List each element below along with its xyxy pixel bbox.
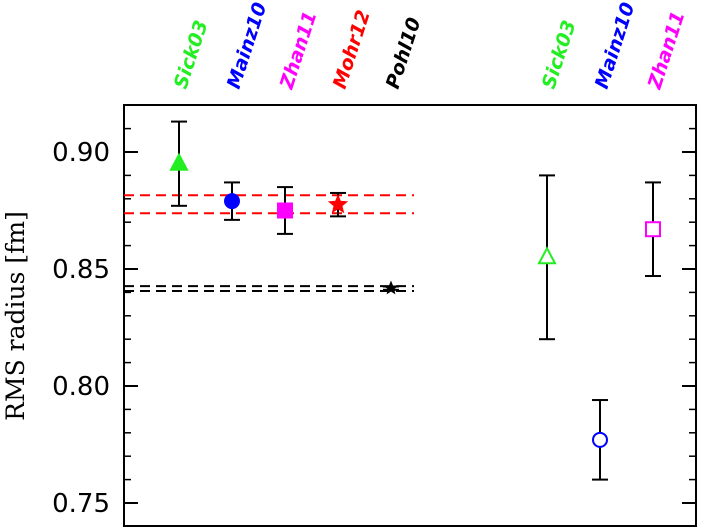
y-tick-label: 0.80 bbox=[52, 372, 110, 402]
y-tick-label: 0.90 bbox=[52, 138, 110, 168]
marker-triangle bbox=[169, 152, 189, 171]
y-tick-label: 0.75 bbox=[52, 489, 110, 519]
series-label: Mainz10 bbox=[591, 0, 640, 92]
y-tick-label: 0.85 bbox=[52, 255, 110, 285]
plot-frame bbox=[123, 104, 697, 527]
series-label: Zhan11 bbox=[644, 9, 690, 93]
y-ticks-group: 0.75 0.80 0.85 0.90 bbox=[52, 127, 696, 519]
marker-star bbox=[383, 280, 399, 295]
y-axis-title: RMS radius [fm] bbox=[1, 211, 30, 421]
marker-square bbox=[645, 221, 661, 238]
marker-square bbox=[277, 202, 293, 219]
series-label: Pohl10 bbox=[382, 15, 426, 92]
marker-circle bbox=[592, 431, 608, 448]
series-label: Sick03 bbox=[170, 18, 213, 92]
marker-circle bbox=[224, 193, 240, 210]
bands-group bbox=[124, 194, 414, 292]
marker-star bbox=[327, 194, 349, 214]
series-label: Sick03 bbox=[538, 18, 581, 92]
series-label: Mohr12 bbox=[329, 7, 375, 91]
series-label: Mainz10 bbox=[223, 0, 272, 92]
series-label: Zhan11 bbox=[276, 9, 322, 93]
marker-triangle bbox=[537, 246, 557, 265]
points-group bbox=[169, 120, 661, 481]
